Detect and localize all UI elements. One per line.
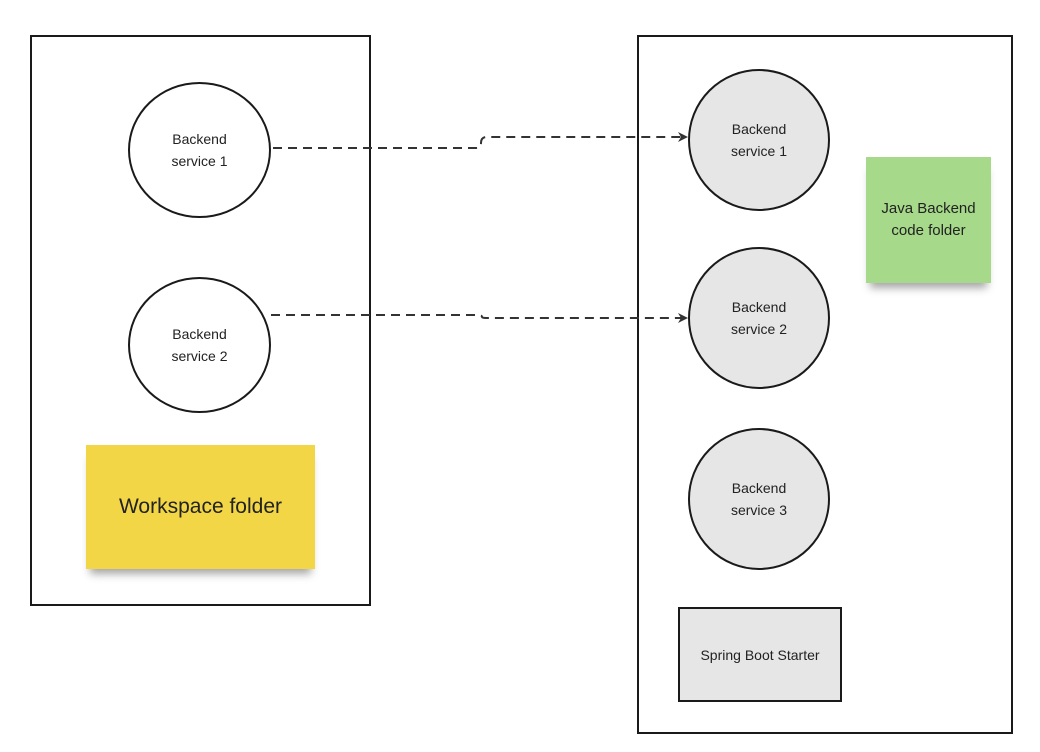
workspace-folder-label: Workspace folder	[118, 495, 283, 518]
spring-boot-starter-box[interactable]: Spring Boot Starter	[678, 607, 842, 702]
right-backend-service-1[interactable]: Backend service 1	[688, 69, 830, 211]
right-backend-service-2[interactable]: Backend service 2	[688, 247, 830, 389]
workspace-folder-note[interactable]: Workspace folder	[86, 445, 315, 569]
right-backend-service-3-label: Backend service 3	[730, 480, 788, 518]
left-backend-service-1[interactable]: Backend service 1	[128, 82, 271, 218]
left-backend-service-2-label: Backend service 2	[171, 326, 228, 364]
right-backend-service-2-label: Backend service 2	[730, 299, 788, 337]
java-backend-note-label: Java Backend code folder	[881, 200, 976, 239]
left-backend-service-1-label: Backend service 1	[171, 131, 228, 169]
connector-service-1[interactable]	[273, 132, 688, 149]
connector-service-2[interactable]	[271, 313, 688, 323]
right-backend-service-3[interactable]: Backend service 3	[688, 428, 830, 570]
java-backend-note[interactable]: Java Backend code folder	[866, 157, 991, 283]
spring-boot-starter-label: Spring Boot Starter	[700, 646, 820, 663]
left-backend-service-2[interactable]: Backend service 2	[128, 277, 271, 413]
right-backend-service-1-label: Backend service 1	[730, 121, 788, 159]
